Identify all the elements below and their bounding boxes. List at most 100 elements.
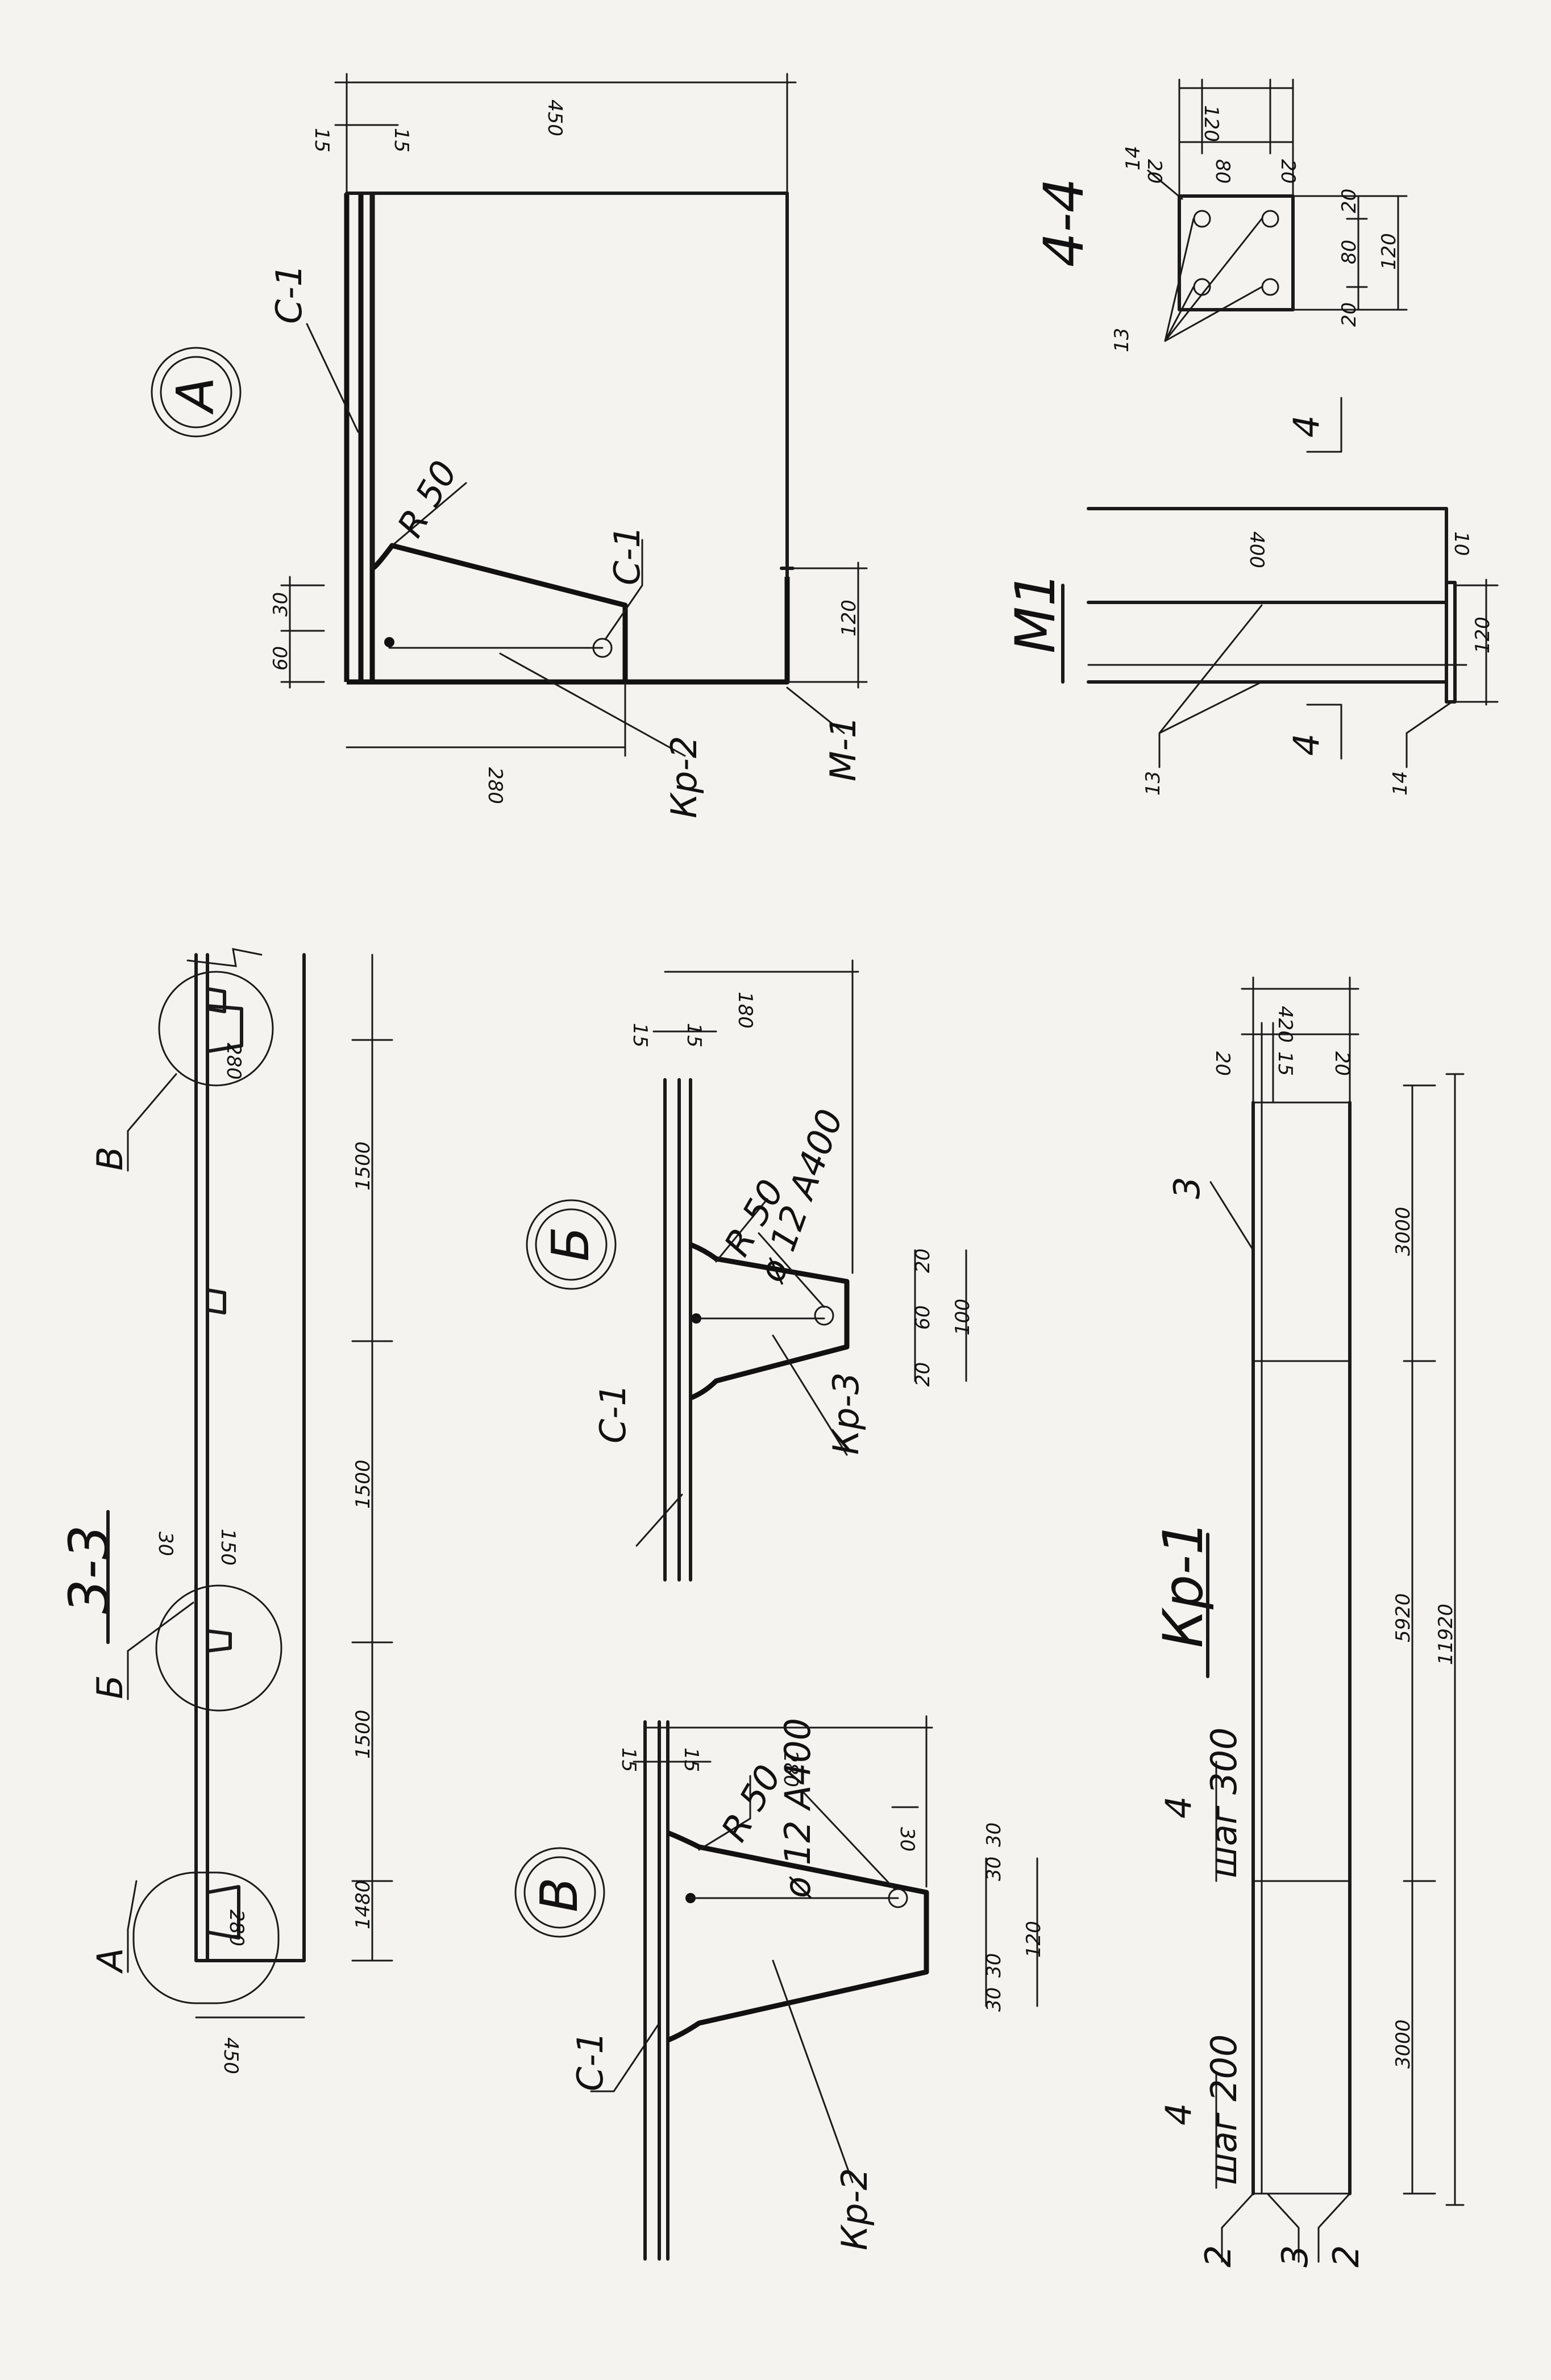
detail-a-d450: 450: [543, 99, 566, 136]
section-4-4-plate: [1178, 194, 1295, 311]
kr1-n3-bottom: 3: [1274, 2245, 1316, 2267]
detail-v-mark-circle: [514, 1847, 605, 1938]
kr1-d20-b: 20: [1330, 1051, 1353, 1076]
detail-a-d30: 30: [269, 592, 292, 617]
section-4-4-t80: 80: [1211, 159, 1234, 184]
detail-b-d20b: 20: [912, 1249, 934, 1273]
m1-d400: 400: [1245, 531, 1268, 568]
detail-a-c1-bottom: С-1: [606, 526, 648, 585]
detail-v: В С-1 Кр-2 R 50 ø 12 А400 15 15 280 30 1…: [514, 1715, 1045, 2261]
detail-a: А С-1 R 50 С-1 Кр-2 М-1 450 15 15 60 30: [151, 73, 868, 818]
detail-b-kr3: Кр-3: [825, 1372, 867, 1455]
m1-d120: 120: [1471, 617, 1494, 654]
detail-v-d120: 120: [1022, 1921, 1045, 1958]
rib-v: [206, 1004, 243, 1053]
dim-1500-a: 1500: [352, 1709, 375, 1759]
detail-b-d100: 100: [951, 1299, 974, 1335]
detail-v-d15b: 15: [680, 1747, 702, 1772]
m1-d10: 10: [1450, 531, 1473, 556]
detail-b-c1: С-1: [592, 1384, 634, 1443]
detail-a-d60: 60: [269, 646, 292, 671]
detail-a-d15b: 15: [390, 128, 413, 152]
detail-v-rib: [667, 1830, 929, 2043]
kr1-d15: 15: [1274, 1051, 1296, 1076]
section-4-4: 4-4 13 14 120 20 80 20 20 80 20 120: [1032, 78, 1408, 352]
kr1-n3-top: 3: [1166, 1177, 1208, 1199]
rod-4: [1261, 278, 1279, 296]
dim-1500-c: 1500: [352, 1141, 375, 1191]
section-4-4-title: 4-4: [1032, 178, 1096, 267]
cage-kr1: Кр-1 2 3 2 4 шаг 200 4 шаг 300 3 3000 59…: [1151, 976, 1465, 2267]
callout-b-label: Б: [89, 1675, 131, 1699]
m1-n13: 13: [1142, 771, 1165, 796]
dim-280-a: 280: [225, 1909, 248, 1946]
rod-2: [1261, 210, 1279, 228]
kr1-step200: шаг 200: [1203, 2034, 1245, 2185]
dim-150: 150: [217, 1529, 239, 1566]
section-4-4-r80: 80: [1338, 240, 1361, 264]
section-4-4-t20a: 20: [1143, 159, 1166, 184]
detail-a-kr2: Кр-2: [663, 736, 705, 818]
detail-a-r50: R 50: [389, 453, 465, 544]
callout-a-circle: [132, 1871, 280, 2004]
section-4-4-r20b: 20: [1338, 302, 1361, 327]
beam-3-3-outline: [194, 953, 306, 1962]
detail-a-outline: [344, 193, 790, 685]
kr1-title: Кр-1: [1151, 1520, 1215, 1648]
detail-v-bar: ø 12 А400: [777, 1718, 818, 1899]
m1-plate: [1445, 581, 1457, 704]
detail-a-bar-top: [384, 637, 394, 647]
detail-b-mark: Б: [541, 1226, 601, 1262]
detail-b-d15a: 15: [629, 1023, 651, 1047]
detail-a-mark: А: [166, 377, 226, 415]
detail-a-c1-top: С-1: [268, 264, 310, 324]
kr1-n4-a: 4: [1158, 2103, 1199, 2125]
detail-a-m1: М-1: [822, 716, 864, 781]
detail-b-bar-bottom: [814, 1305, 834, 1326]
section-3-3: 3-3 А Б В 1480 1500 1500 1500 450 280 28: [57, 948, 393, 2074]
rib-mid-1: [206, 1288, 226, 1314]
callout-v-label: В: [89, 1146, 131, 1171]
m1-cut-a: 4: [1286, 734, 1327, 756]
dim-30: 30: [154, 1532, 177, 1556]
embedded-part-m1: М1 13 14 4 4 120 400 10: [1004, 397, 1499, 796]
detail-b-d20a: 20: [912, 1362, 934, 1387]
detail-b-d180: 180: [734, 992, 756, 1029]
rib-b-left: [206, 1629, 232, 1653]
detail-v-bar-bottom: [888, 1888, 908, 1908]
detail-v-d30d: 30: [983, 1857, 1005, 1881]
callout-v-circle: [158, 971, 274, 1087]
detail-b-mark-circle: [526, 1199, 617, 1290]
detail-v-kr2: Кр-2: [834, 2168, 875, 2250]
kr1-n2-top: 2: [1197, 2245, 1239, 2267]
detail-a-mark-circle: [151, 347, 242, 438]
m1-rods: [1087, 601, 1448, 684]
detail-v-c1: С-1: [569, 2032, 611, 2091]
kr1-d11920: 11920: [1434, 1604, 1457, 1665]
dim-280-b: 280: [222, 1043, 245, 1080]
detail-b: Б С-1 Кр-3 R 50 ø 12 А400 15 15 180 20 6…: [526, 959, 974, 1582]
m1-n14: 14: [1389, 771, 1412, 796]
section-4-4-n14: 14: [1122, 146, 1145, 170]
callout-b-circle: [155, 1584, 282, 1712]
callout-a-label: А: [89, 1948, 131, 1974]
kr1-d3000-a: 3000: [1392, 2019, 1415, 2069]
section-4-4-t20b: 20: [1276, 159, 1299, 184]
kr1-d3000-b: 3000: [1392, 1206, 1415, 1256]
m1-cut-b: 4: [1286, 415, 1327, 438]
section-4-4-r120: 120: [1378, 233, 1400, 270]
kr1-d5920: 5920: [1392, 1593, 1415, 1642]
dim-1480: 1480: [352, 1880, 375, 1929]
kr1-step300: шаг 300: [1203, 1728, 1245, 1878]
section-4-4-n13: 13: [1111, 328, 1133, 352]
kr1-n4-b: 4: [1158, 1796, 1199, 1819]
detail-v-d280: 280: [779, 1750, 802, 1787]
section-4-4-t120: 120: [1200, 105, 1222, 142]
detail-v-d30c: 30: [983, 1953, 1005, 1978]
detail-a-bar-bottom: [592, 638, 613, 658]
detail-b-d15b: 15: [683, 1023, 705, 1047]
detail-v-d30b: 30: [983, 1987, 1005, 2012]
detail-v-d30e: 30: [983, 1823, 1005, 1847]
detail-a-d280: 280: [484, 767, 506, 804]
kr1-d20-a: 20: [1211, 1051, 1234, 1076]
